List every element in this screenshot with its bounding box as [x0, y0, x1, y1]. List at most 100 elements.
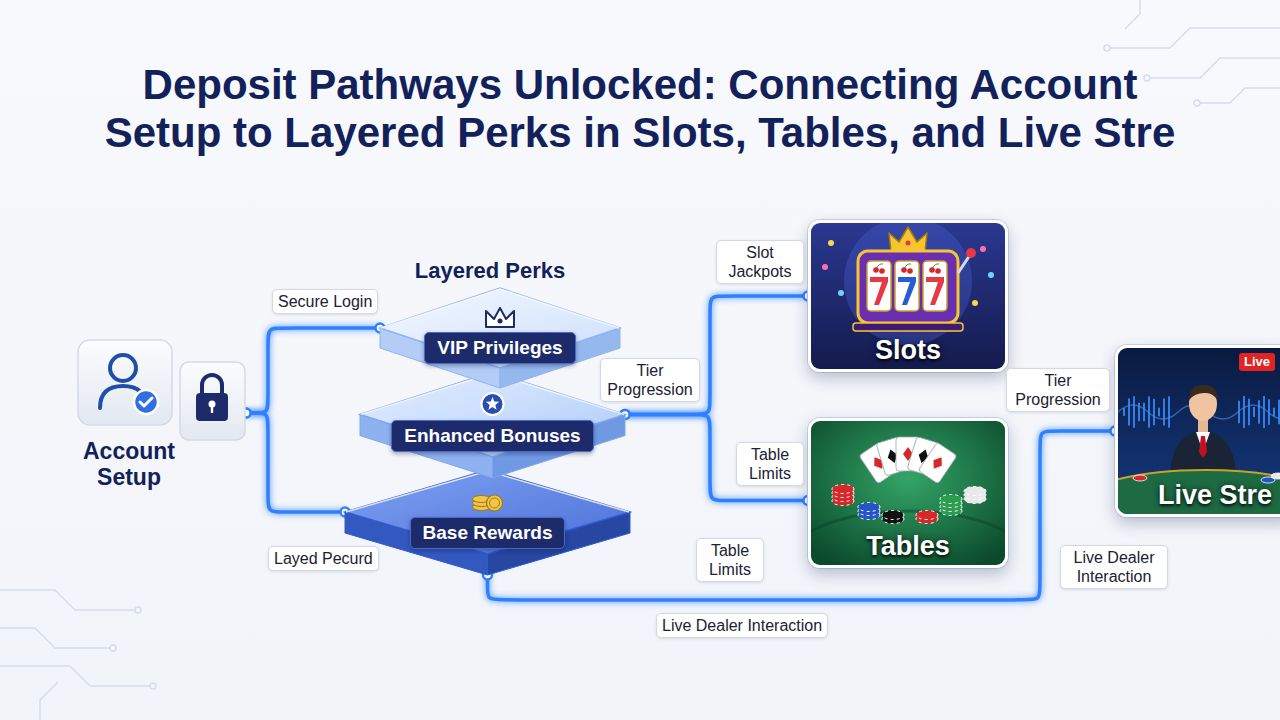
title-anchor: Deposit Pathways Unlocked: Connecting Ac…: [90, 61, 1190, 157]
crown: [889, 227, 927, 251]
machine-body: [858, 251, 958, 323]
circuit-trace: [1110, 28, 1280, 48]
wave-bar: [1243, 396, 1245, 428]
layer-top-face: [360, 372, 625, 457]
seven-symbol: [870, 277, 888, 305]
wave-bar: [1168, 396, 1170, 427]
table-rail: [811, 511, 1005, 565]
seven-symbol: [926, 277, 944, 305]
coin: [487, 495, 503, 511]
chip: [832, 485, 854, 494]
chip: [940, 495, 962, 504]
base-layer: Base Rewards: [345, 470, 630, 575]
lock-body: [196, 393, 228, 421]
sparkle: [972, 300, 978, 306]
wave-bar: [1273, 408, 1275, 417]
wave-bar: [1253, 407, 1255, 417]
lock-tile: [180, 362, 245, 440]
tier-name: Base Rewards: [410, 517, 566, 549]
layer-highlight: [361, 373, 624, 414]
wave-bar: [1258, 400, 1260, 424]
connector-line: [625, 414, 808, 500]
circuit-node: [1144, 75, 1150, 81]
flow-label: Tier Progression: [1006, 368, 1110, 412]
reel: [895, 261, 919, 311]
circuit-trace: [0, 666, 150, 686]
sparkle: [822, 264, 828, 270]
label-anchor: Table Limits: [696, 538, 764, 582]
label-anchor: Tier Progression: [600, 358, 700, 402]
check-mark: [140, 398, 152, 406]
node-title: Account Setup: [74, 438, 184, 490]
reel: [867, 261, 891, 311]
dealer-tie: [1199, 436, 1207, 458]
chip: [882, 511, 904, 520]
seven-symbol: [898, 277, 916, 305]
chip: [964, 487, 986, 496]
circuit-trace: [0, 628, 110, 648]
circuit-trace: [1125, 0, 1140, 29]
wave-bar: [1153, 399, 1155, 426]
label-anchor: Layered Perks: [350, 258, 630, 284]
cherry: [879, 268, 885, 274]
edge-label: Table Limits: [736, 442, 804, 486]
stack-heading: Layered Perks: [350, 258, 630, 284]
flow-label: Live Dealer Interaction: [1060, 545, 1168, 589]
label-anchor: Layed Pecurd: [268, 546, 379, 571]
chip: [916, 511, 938, 520]
card-fan: [859, 437, 957, 484]
node-title: Live Stre: [1158, 480, 1272, 510]
connector-line: [246, 328, 380, 413]
star-icon: [486, 397, 499, 410]
label-anchor: Table Limits: [736, 442, 804, 486]
card-ground: [811, 223, 1005, 369]
node-title: Slots: [875, 335, 941, 365]
bonus-layer: Enhanced Bonuses: [360, 372, 625, 478]
check-badge: [134, 390, 158, 414]
diagram-title: Deposit Pathways Unlocked: Connecting Ac…: [90, 61, 1190, 157]
circuit-trace: [1200, 88, 1280, 103]
wave-bar: [1138, 403, 1140, 421]
circuit-trace: [0, 590, 135, 610]
cherry: [907, 268, 913, 274]
circuit-node: [135, 607, 141, 613]
wave-bar: [1263, 396, 1265, 428]
cherry: [935, 268, 941, 274]
node-title: Tables: [866, 531, 950, 561]
chip: [858, 503, 880, 512]
machine-base: [853, 323, 963, 331]
wave-bar: [1143, 403, 1145, 422]
layer-highlight: [346, 471, 629, 512]
keyhole-slot: [211, 405, 213, 413]
dealer-hair: [1189, 385, 1218, 401]
layer-highlight: [381, 289, 619, 328]
tier-name: Enhanced Bonuses: [391, 420, 593, 452]
sparkle: [988, 272, 994, 278]
wave-bar: [1278, 400, 1280, 425]
card-suit: [930, 454, 946, 471]
lock-shackle: [202, 375, 222, 394]
crown-gem: [906, 241, 911, 246]
edge-label: Secure Login: [272, 289, 378, 314]
flow-label: Table Limits: [696, 538, 764, 582]
card-face: [918, 442, 957, 484]
wave-bar: [1163, 398, 1165, 425]
flow-label: Tier Progression: [600, 358, 700, 402]
tables-card: Tables: [808, 418, 1008, 568]
dealer-suit: [1170, 430, 1236, 474]
wave-bar: [1133, 396, 1135, 427]
label-anchor: Live Dealer Interaction: [656, 613, 828, 638]
layer-top-face: [345, 470, 630, 554]
sparkle: [838, 290, 844, 296]
label-anchor: Slot Jackpots: [716, 240, 804, 284]
tier-name: VIP Privileges: [424, 332, 575, 364]
label-anchor: Live Dealer Interaction: [1060, 545, 1168, 589]
cherry: [901, 267, 907, 273]
user-head: [110, 355, 136, 381]
circuit-trace: [40, 682, 58, 720]
circuit-trace: [1150, 58, 1280, 78]
connector-line: [246, 413, 345, 512]
edge-label: Live Dealer Interaction: [656, 613, 828, 638]
circuit-node: [1104, 45, 1110, 51]
